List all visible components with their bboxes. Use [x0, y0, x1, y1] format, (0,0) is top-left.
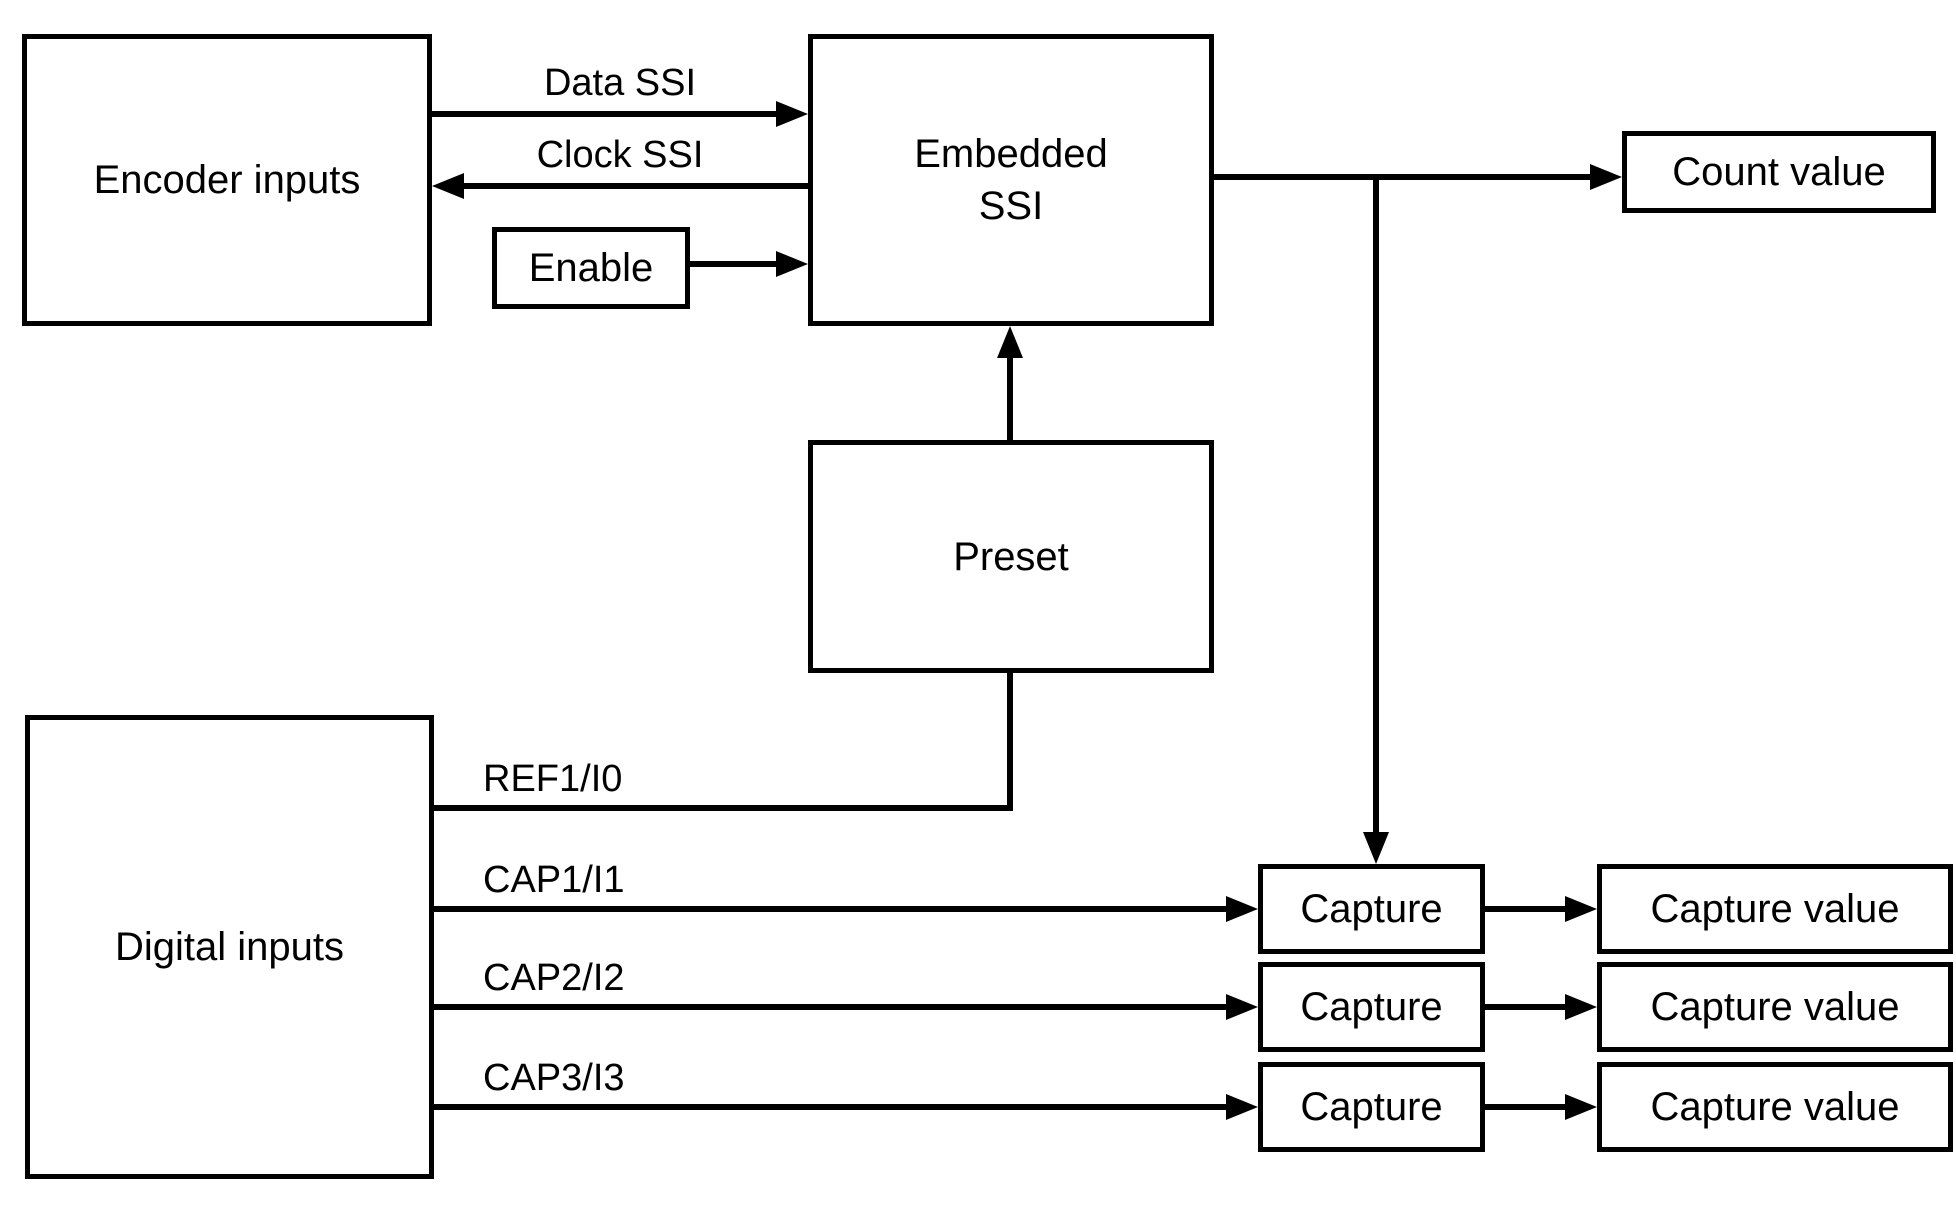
enable-arrow: [690, 251, 808, 277]
capture3-to-value-arrow: [1485, 1094, 1597, 1120]
capture-branch-arrow: [1363, 177, 1389, 864]
preset-arrow: [997, 326, 1023, 442]
capture-box-1: Capture: [1258, 864, 1485, 954]
ref1-line: [432, 670, 1013, 811]
embedded-ssi-box: Embedded SSI: [808, 34, 1214, 326]
count-value-box: Count value: [1622, 131, 1936, 213]
enable-label: Enable: [528, 246, 654, 290]
digital-inputs-box: Digital inputs: [25, 715, 434, 1179]
cap1-i1-label: CAP1/I1: [483, 859, 625, 901]
encoder-inputs-box: Encoder inputs: [22, 34, 432, 326]
preset-box: Preset: [808, 440, 1214, 673]
data-ssi-label: Data SSI: [543, 62, 697, 104]
cap2-arrow: [432, 994, 1258, 1020]
capture-value-label-2: Capture value: [1650, 985, 1900, 1029]
capture1-to-value-arrow: [1485, 896, 1597, 922]
capture-box-2: Capture: [1258, 962, 1485, 1052]
count-value-arrow: [1212, 164, 1622, 190]
capture-value-label-1: Capture value: [1650, 887, 1900, 931]
preset-label: Preset: [953, 534, 1069, 579]
cap3-arrow: [432, 1094, 1258, 1120]
embedded-ssi-label: Embedded SSI: [914, 132, 1108, 228]
capture-value-label-3: Capture value: [1650, 1085, 1900, 1129]
clock-ssi-arrow: [432, 173, 810, 199]
cap2-i2-label: CAP2/I2: [483, 957, 625, 999]
ref1-i0-label: REF1/I0: [483, 758, 623, 800]
capture2-to-value-arrow: [1485, 994, 1597, 1020]
capture-label-1: Capture: [1300, 887, 1443, 931]
digital-inputs-label: Digital inputs: [114, 925, 344, 969]
data-ssi-arrow: [432, 101, 808, 127]
enable-box: Enable: [492, 227, 690, 309]
capture-box-3: Capture: [1258, 1062, 1485, 1152]
capture-value-box-1: Capture value: [1597, 864, 1953, 954]
cap1-arrow: [432, 896, 1258, 922]
encoder-inputs-label: Encoder inputs: [93, 158, 361, 202]
capture-value-box-2: Capture value: [1597, 962, 1953, 1052]
capture-label-2: Capture: [1300, 985, 1443, 1029]
count-value-label: Count value: [1672, 150, 1886, 194]
capture-label-3: Capture: [1300, 1085, 1443, 1129]
cap3-i3-label: CAP3/I3: [483, 1057, 625, 1099]
clock-ssi-label: Clock SSI: [536, 134, 704, 176]
capture-value-box-3: Capture value: [1597, 1062, 1953, 1152]
